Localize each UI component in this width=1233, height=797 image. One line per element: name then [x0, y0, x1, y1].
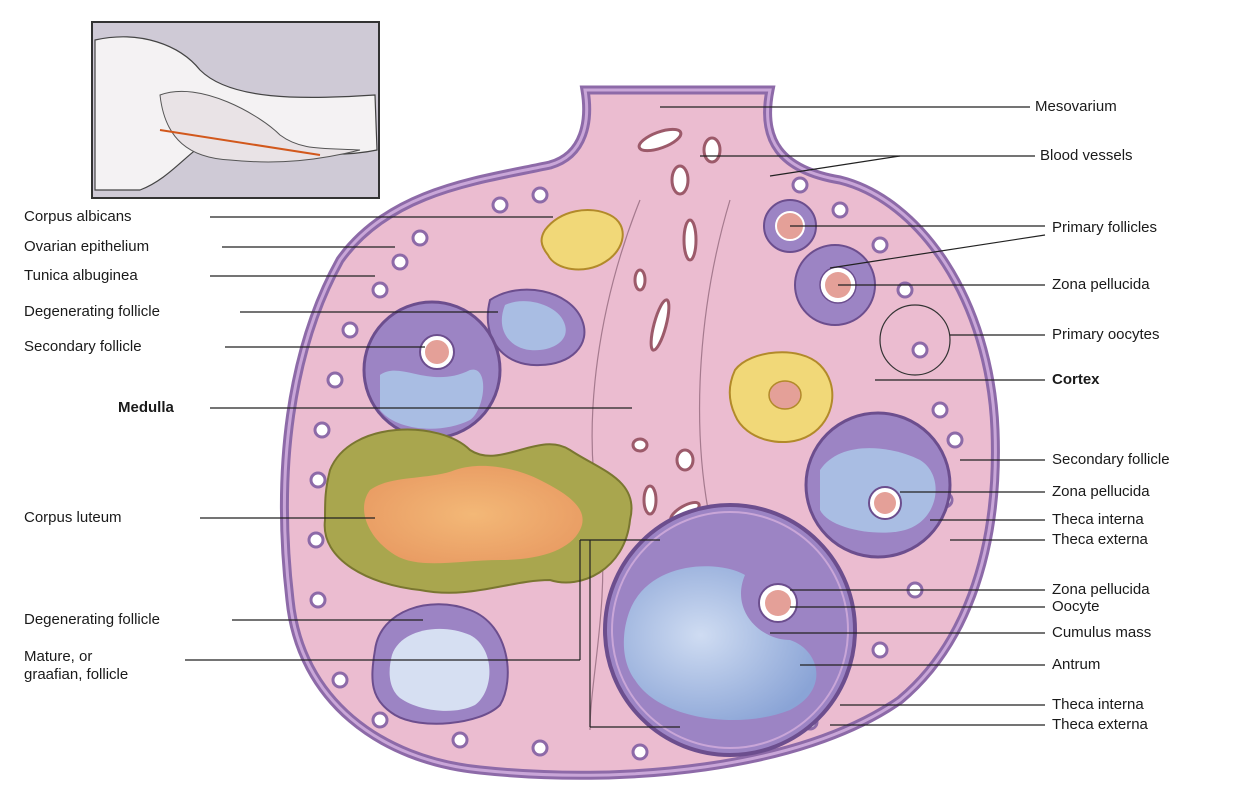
label-mesovarium: Mesovarium [1035, 98, 1117, 116]
label-theca-interna-2: Theca interna [1052, 696, 1144, 714]
secondary-follicle-left [364, 302, 500, 438]
label-tunica-albuginea: Tunica albuginea [24, 267, 138, 285]
degenerating-follicle-lower [372, 604, 507, 723]
label-theca-interna-1: Theca interna [1052, 511, 1144, 529]
label-cortex: Cortex [1052, 371, 1100, 389]
label-corpus-luteum: Corpus luteum [24, 509, 122, 527]
label-theca-externa-2: Theca externa [1052, 716, 1148, 734]
graafian-follicle [605, 505, 855, 755]
label-degenerating-follicle-lower: Degenerating follicle [24, 611, 160, 629]
label-mature-line1: Mature, or [24, 648, 92, 666]
label-secondary-follicle-right: Secondary follicle [1052, 451, 1170, 469]
label-primary-oocytes: Primary oocytes [1052, 326, 1160, 344]
label-oocyte: Oocyte [1052, 598, 1100, 616]
label-medulla: Medulla [118, 399, 174, 417]
label-corpus-albicans: Corpus albicans [24, 208, 132, 226]
label-secondary-follicle-left: Secondary follicle [24, 338, 142, 356]
label-degenerating-follicle-upper: Degenerating follicle [24, 303, 160, 321]
secondary-follicle-right [806, 413, 950, 557]
corpus-albicans-cortex [730, 352, 833, 442]
label-antrum: Antrum [1052, 656, 1100, 674]
label-mature-line2: graafian, follicle [24, 666, 128, 684]
label-theca-externa-1: Theca externa [1052, 531, 1148, 549]
label-zona-pellucida-1: Zona pellucida [1052, 276, 1150, 294]
label-cumulus-mass: Cumulus mass [1052, 624, 1151, 642]
label-blood-vessels: Blood vessels [1040, 147, 1133, 165]
inset-hand-illustration [92, 22, 379, 198]
label-zona-pellucida-2: Zona pellucida [1052, 483, 1150, 501]
label-zona-pellucida-3: Zona pellucida [1052, 581, 1150, 599]
label-ovarian-epithelium: Ovarian epithelium [24, 238, 149, 256]
label-primary-follicles: Primary follicles [1052, 219, 1157, 237]
